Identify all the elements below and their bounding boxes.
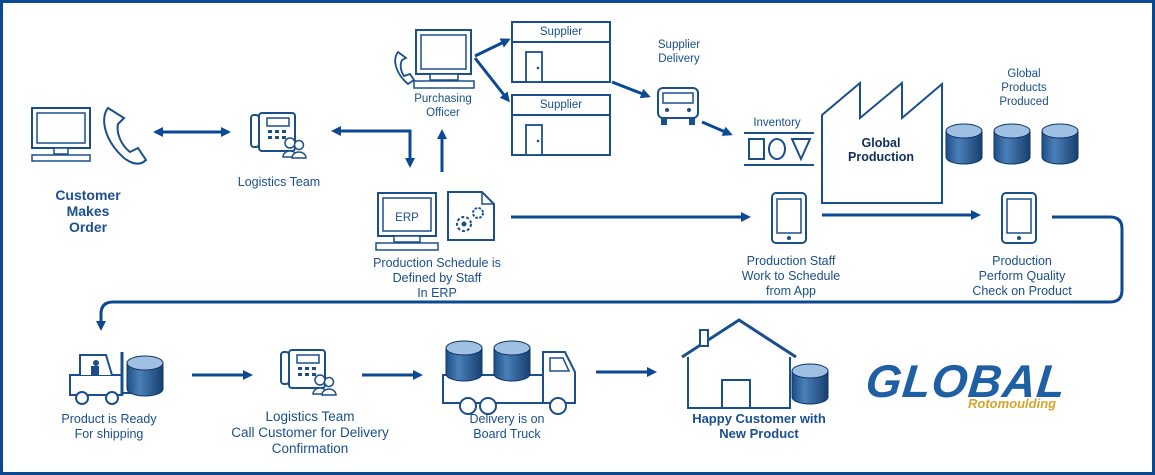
erp-computer-icon [375,192,439,251]
delivery-truck-icon [442,351,576,415]
logo-sub-text: Rotomoulding [968,396,1057,411]
purchasing-supplier2-arrow [473,57,510,103]
logistics-call-phone-icon [280,349,337,396]
quality-check-label: Production Perform Quality Check on Prod… [972,254,1072,298]
product-cylinder-3-icon [1041,123,1079,165]
truck-cylinder-2-icon [493,340,531,382]
happy-customer-label: Happy Customer with New Product [692,411,826,441]
global-rotomoulding-logo: GLOBAL Rotomoulding [863,355,1116,416]
factory-icon [821,80,943,204]
customer-computer-icon [31,107,91,162]
telephone-handset-icon [103,106,148,165]
global-production-label: Global Production [848,136,914,164]
purchasing-officer-label: Purchasing Officer [414,93,472,119]
product-cylinder-1-icon [945,123,983,165]
logistics-erp-arrow [331,126,415,168]
supplier-2-label: Supplier [539,99,583,111]
production-staff-label: Production Staff Work to Schedule from A… [741,254,841,298]
erp-screen-label: ERP [395,212,419,224]
purchasing-supplier1-arrow [474,38,511,58]
delivery-truck-label: Delivery is on Board Truck [469,412,545,441]
delivery-van-icon [657,87,699,125]
house-icon [681,318,797,409]
qc-tablet-icon [1001,192,1037,244]
qc-shipping-return-arrow [96,215,1124,331]
supplier-building-1-icon [511,21,611,83]
van-inventory-arrow [701,120,733,136]
customer-order-label: Customer Makes Order [55,187,121,235]
global-products-label: Global Products Produced [999,68,1049,108]
logistics-team-label: Logistics Team [237,175,321,189]
logistics-call-label: Logistics Team Call Customer for Deliver… [231,409,389,456]
staff-tablet-icon [771,192,807,244]
inventory-icon [744,132,814,166]
production-schedule-label: Production Schedule is Defined by Staff … [373,256,501,300]
truck-cylinder-1-icon [445,340,483,382]
inventory-label: Inventory [753,117,801,129]
supplier-delivery-arrow [611,80,651,99]
product-cylinder-2-icon [993,123,1031,165]
purchasing-officer-icon [394,29,475,89]
supplier-building-2-icon [511,94,611,156]
house-product-cylinder-icon [791,363,829,405]
settings-document-icon [447,191,495,241]
supplier-delivery-label: Supplier Delivery [657,39,701,65]
forklift-icon [69,352,132,405]
shipping-product-cylinder-icon [126,355,164,397]
logistics-phone-icon [250,112,307,159]
supplier-1-label: Supplier [539,26,583,38]
ready-for-shipping-label: Product is Ready For shipping [61,412,157,441]
